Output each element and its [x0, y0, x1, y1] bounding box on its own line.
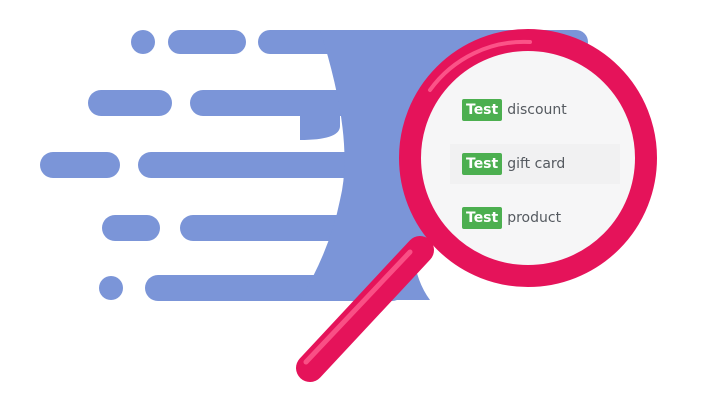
- test-badge: Test: [462, 99, 503, 121]
- list-item: Test discount: [450, 90, 620, 130]
- speed-bar: [40, 152, 120, 178]
- speed-dot: [131, 30, 155, 54]
- magnifier-rim-highlight: [428, 39, 532, 92]
- magnifier-handle: [296, 236, 434, 382]
- list-item: Test product: [450, 198, 620, 238]
- magnifier-handle-highlight: [303, 249, 413, 365]
- speed-bar: [102, 215, 160, 241]
- speed-bar: [88, 90, 172, 116]
- item-label: gift card: [507, 156, 566, 172]
- speed-dot: [99, 276, 123, 300]
- item-label: product: [507, 210, 562, 226]
- speed-connector: [300, 116, 340, 140]
- list-item: Test gift card: [450, 144, 620, 184]
- test-badge: Test: [462, 207, 503, 229]
- test-badge: Test: [462, 153, 503, 175]
- item-label: discount: [507, 102, 567, 118]
- speed-lines-decoration: [40, 30, 588, 301]
- speed-bar: [168, 30, 246, 54]
